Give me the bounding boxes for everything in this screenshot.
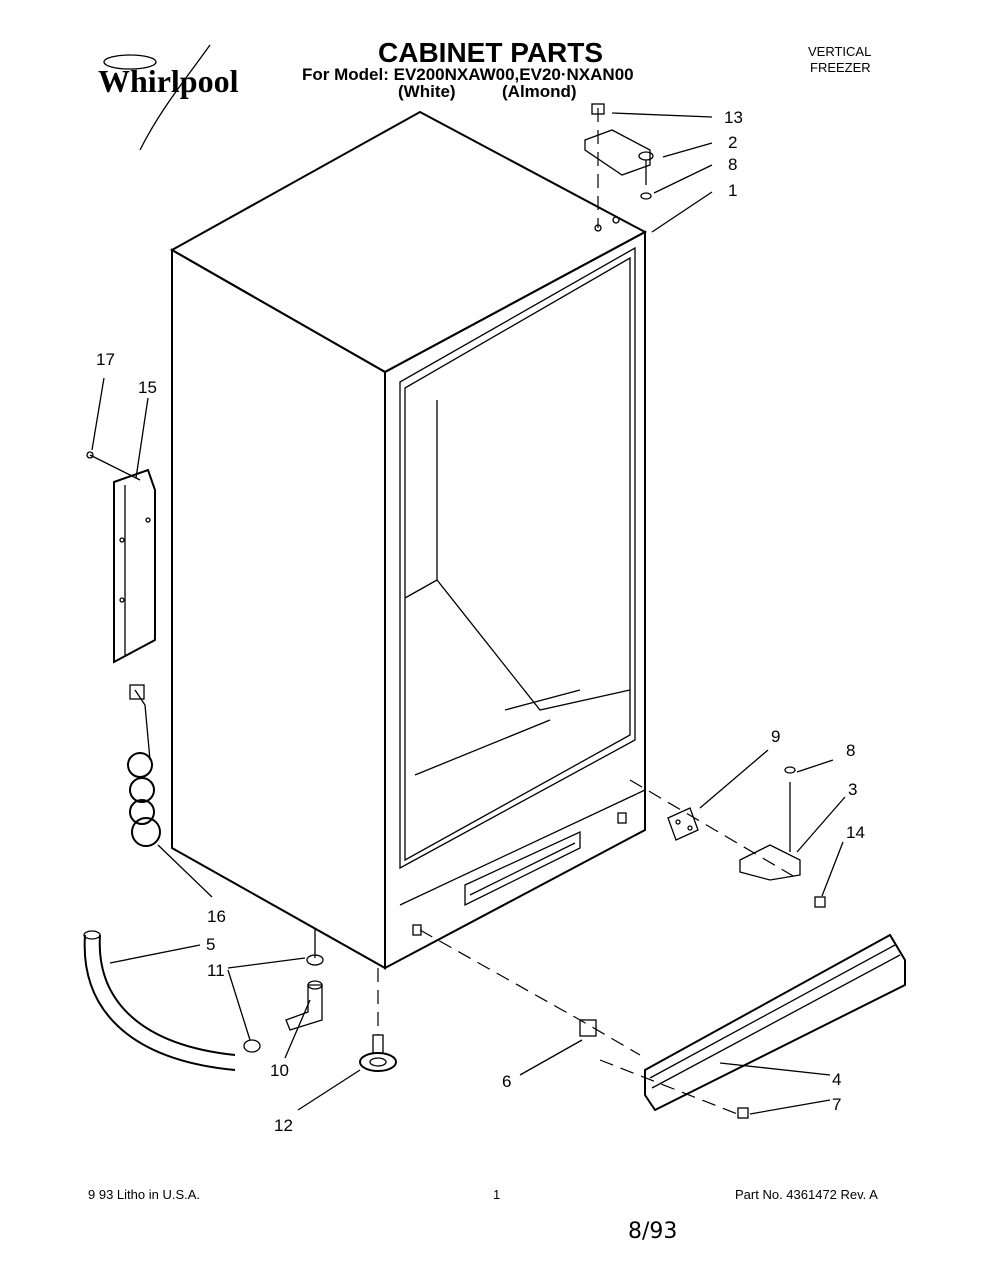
cabinet-body [169,110,648,970]
handwritten-date: 8/93 [628,1219,677,1244]
category-line-1: VERTICAL [808,44,871,59]
top-hinge-assembly [584,103,654,228]
variant-white: (White) [398,82,456,101]
logo-swoosh-icon [103,54,157,70]
leveling-leg [359,968,397,1072]
callout-11: 11 [207,961,225,980]
callout-13: 13 [724,108,743,127]
handle-bracket [86,451,156,664]
callout-8-top: 8 [728,155,737,174]
callout-5: 5 [206,935,215,954]
callout-6: 6 [502,1072,511,1091]
callout-16: 16 [207,907,226,926]
callout-8-bottom: 8 [846,741,855,760]
callout-17: 17 [96,350,115,369]
category-line-2: FREEZER [810,60,871,75]
page-title: CABINET PARTS [378,37,603,68]
grille-clip-and-screw [419,929,749,1119]
callout-1: 1 [728,181,737,200]
callout-14: 14 [846,823,865,842]
footer-litho: 9 93 Litho in U.S.A. [88,1187,200,1202]
leader-lines [91,112,846,1115]
callout-4: 4 [832,1070,841,1089]
logo-tail-icon [139,44,211,151]
callout-7: 7 [832,1095,841,1114]
variant-almond: (Almond) [502,82,577,101]
callout-12: 12 [274,1116,293,1135]
bottom-hinge-assembly [629,766,826,908]
footer-part-number: Part No. 4361472 Rev. A [735,1187,878,1202]
model-line: For Model: EV200NXAW00,EV20·NXAN00 [302,65,634,84]
callout-10: 10 [270,1061,289,1080]
callout-15: 15 [138,378,157,397]
callout-2: 2 [728,133,737,152]
toe-grille [644,933,906,1112]
callout-9: 9 [771,727,780,746]
whirlpool-logo: Whirlpool [98,44,239,151]
drain-tube [83,930,236,1071]
callout-3: 3 [848,780,857,799]
power-cord [127,684,161,847]
footer-page-number: 1 [493,1187,500,1202]
logo-text: Whirlpool [98,63,239,99]
drain-fittings [243,928,324,1053]
